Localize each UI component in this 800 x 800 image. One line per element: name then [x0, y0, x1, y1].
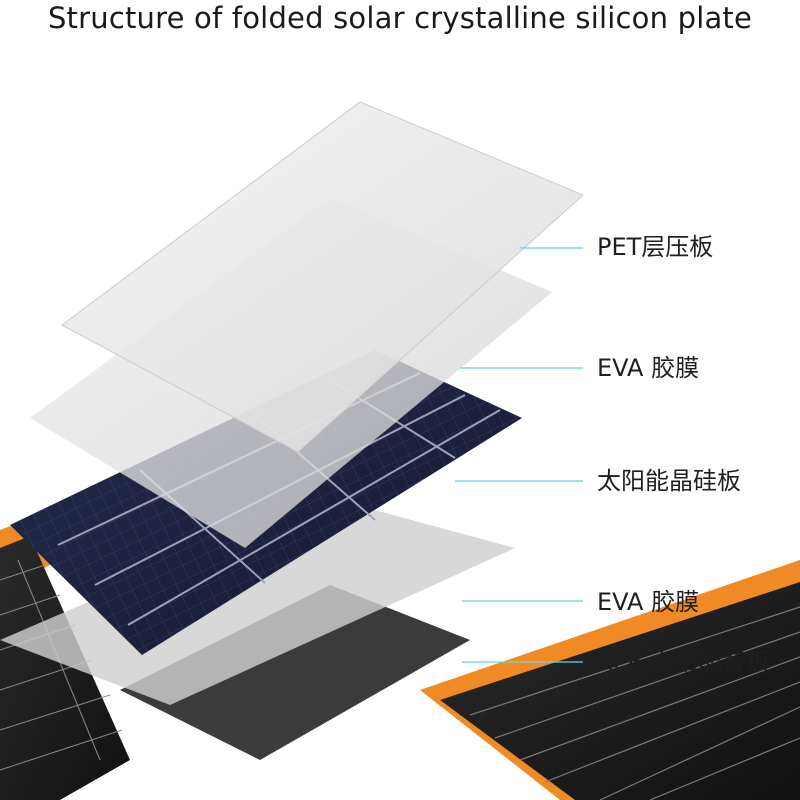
panel-cells-left [0, 536, 130, 800]
kpe-backsheet-layer [120, 585, 470, 760]
layer-label-pet: PET层压板 [597, 233, 714, 261]
eva-bottom-layer [0, 498, 515, 705]
layer-label-solar-cells: 太阳能晶硅板 [597, 467, 741, 495]
pet-laminate-layer [61, 101, 584, 453]
panel-cell-lines-right [469, 606, 800, 800]
layer-label-kpe: KPE 太阳能背板 [597, 648, 771, 676]
layer-label-eva-bottom: EVA 胶膜 [597, 588, 700, 616]
folded-panel-right [420, 560, 800, 800]
leader-lines [455, 247, 583, 663]
page-title: Structure of folded solar crystalline si… [47, 1, 753, 35]
layer-label-eva-top: EVA 胶膜 [597, 354, 700, 382]
